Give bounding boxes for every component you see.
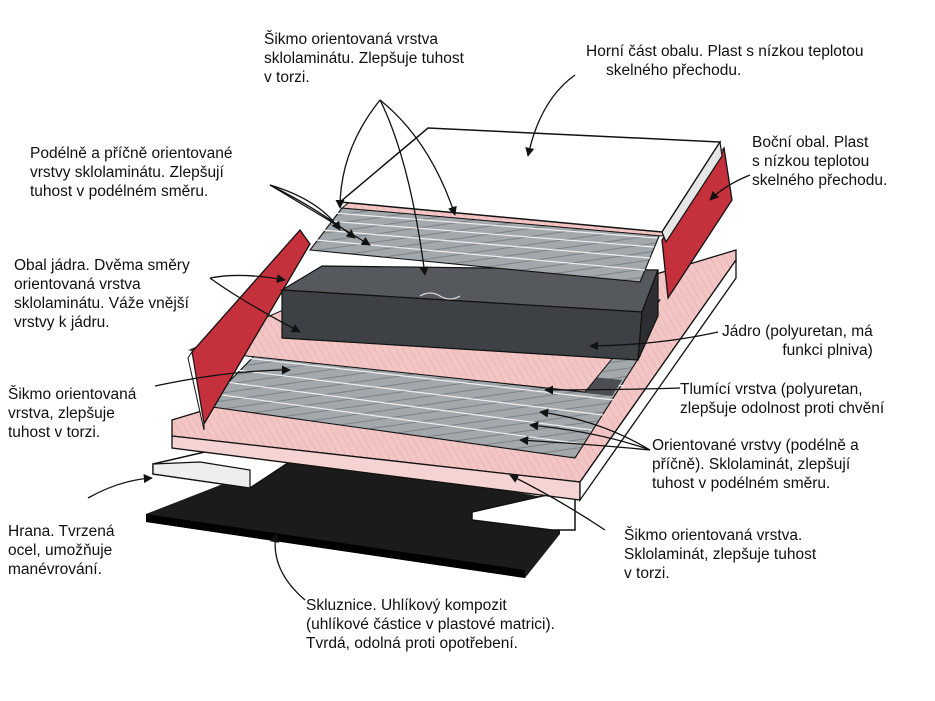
label-sikmo-bottom: Šikmo orientovaná vrstva. Sklolaminát, z…: [624, 527, 817, 582]
arrow-jadro: [589, 331, 719, 351]
label-jadro: Jádro (polyuretan, má funkci plniva): [722, 323, 873, 359]
arrow-bocni: [709, 174, 751, 201]
label-horni-cast-obalu: Horní část obalu. Plast s nízkou teploto…: [586, 43, 864, 79]
arrow-obal-jadra-1: [209, 274, 286, 284]
arrow-sikmo-top-1: [335, 99, 381, 209]
label-orientovane-vrstvy: Orientované vrstvy (podélně a příčně). S…: [652, 437, 859, 492]
arrow-podelne-3: [269, 184, 371, 246]
arrow-sikmo-top-3: [379, 99, 457, 216]
arrow-orientovane-2: [529, 421, 651, 451]
arrow-hrana: [87, 473, 153, 499]
label-sikmo-left: Šikmo orientovaná vrstva, zlepšuje tuhos…: [8, 386, 137, 441]
arrow-orientovane-1: [539, 408, 651, 451]
arrow-tlumici: [544, 385, 681, 395]
label-tlumici-vrstva: Tlumící vrstva (polyuretan, zlepšuje odo…: [680, 381, 885, 417]
arrow-sikmo-left: [154, 365, 291, 387]
label-skluznice: Skluznice. Uhlíkový kompozit (uhlíkové č…: [306, 597, 555, 652]
arrow-horni: [525, 74, 576, 157]
label-bocni-obal: Boční obal. Plast s nízkou teplotou skel…: [752, 134, 888, 189]
arrow-skluznice: [270, 533, 306, 601]
arrow-obal-jadra-2: [209, 277, 301, 333]
arrow-sikmo-top-2: [379, 99, 429, 276]
label-hrana: Hrana. Tvrzená ocel, umožňuje manévrován…: [8, 523, 115, 578]
arrow-sikmo-bottom: [509, 474, 606, 531]
label-obal-jadra: Obal jádra. Dvěma směry orientovaná vrst…: [14, 257, 190, 331]
label-podelne-vrstvy: Podélně a příčně orientované vrstvy sklo…: [30, 145, 233, 200]
label-sikmo-top: Šikmo orientovaná vrstva sklolaminátu. Z…: [264, 31, 464, 86]
arrow-orientovane-3: [519, 435, 651, 451]
